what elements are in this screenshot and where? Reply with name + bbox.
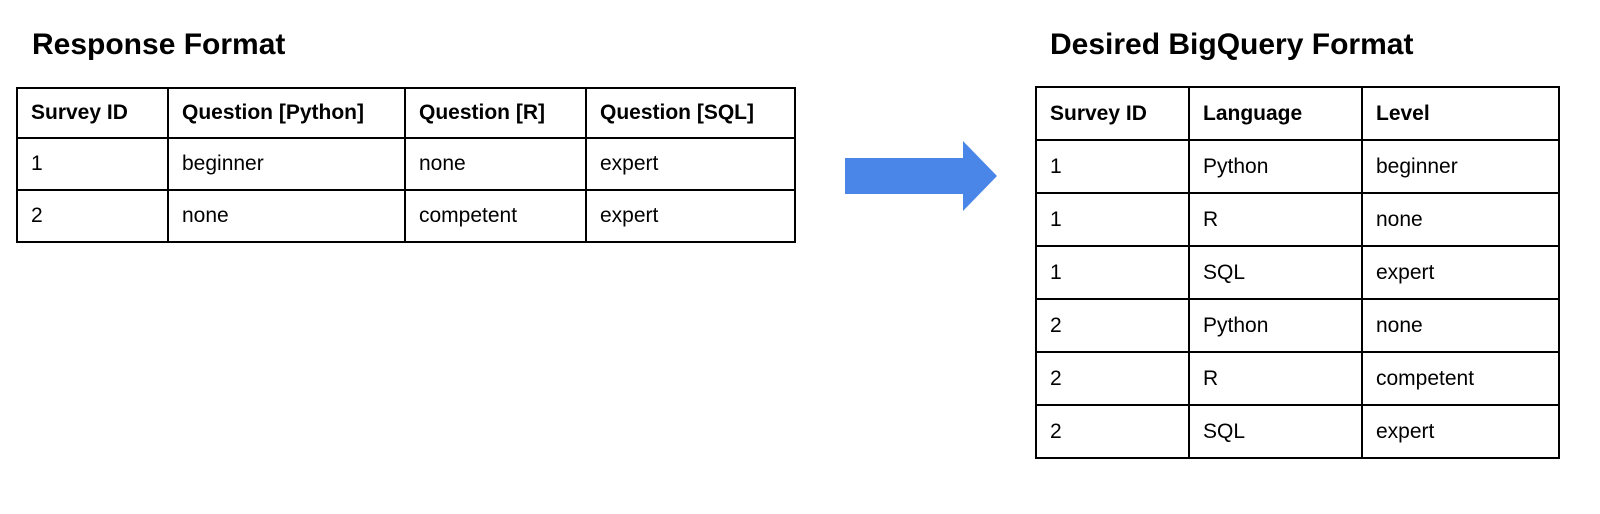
table-cell: expert	[585, 189, 796, 243]
table-cell: 1	[16, 137, 169, 191]
table-cell: expert	[585, 137, 796, 191]
right-arrow-icon	[845, 141, 997, 211]
table-cell: beginner	[1361, 139, 1560, 194]
right-table-title: Desired BigQuery Format	[1050, 28, 1414, 61]
column-header: Survey ID	[1035, 86, 1190, 141]
table-cell: Python	[1188, 139, 1363, 194]
table-cell: competent	[1361, 351, 1560, 406]
table-cell: 2	[1035, 298, 1190, 353]
right-arrow-shape	[845, 141, 997, 211]
table-cell: R	[1188, 192, 1363, 247]
column-header: Survey ID	[16, 87, 169, 139]
column-header: Language	[1188, 86, 1363, 141]
table-cell: none	[1361, 298, 1560, 353]
table-cell: competent	[404, 189, 587, 243]
column-header: Level	[1361, 86, 1560, 141]
table-cell: 1	[1035, 139, 1190, 194]
table-cell: expert	[1361, 245, 1560, 300]
table-cell: none	[404, 137, 587, 191]
column-header: Question [Python]	[167, 87, 406, 139]
table-cell: 2	[1035, 404, 1190, 459]
table-cell: 2	[1035, 351, 1190, 406]
table-cell: SQL	[1188, 245, 1363, 300]
table-cell: none	[167, 189, 406, 243]
transform-arrow	[845, 141, 997, 211]
table-cell: 1	[1035, 245, 1190, 300]
table-cell: expert	[1361, 404, 1560, 459]
table-cell: Python	[1188, 298, 1363, 353]
table-cell: beginner	[167, 137, 406, 191]
table-cell: none	[1361, 192, 1560, 247]
column-header: Question [R]	[404, 87, 587, 139]
table-cell: SQL	[1188, 404, 1363, 459]
table-cell: 2	[16, 189, 169, 243]
column-header: Question [SQL]	[585, 87, 796, 139]
left-table-title: Response Format	[32, 28, 286, 61]
table-cell: 1	[1035, 192, 1190, 247]
table-cell: R	[1188, 351, 1363, 406]
